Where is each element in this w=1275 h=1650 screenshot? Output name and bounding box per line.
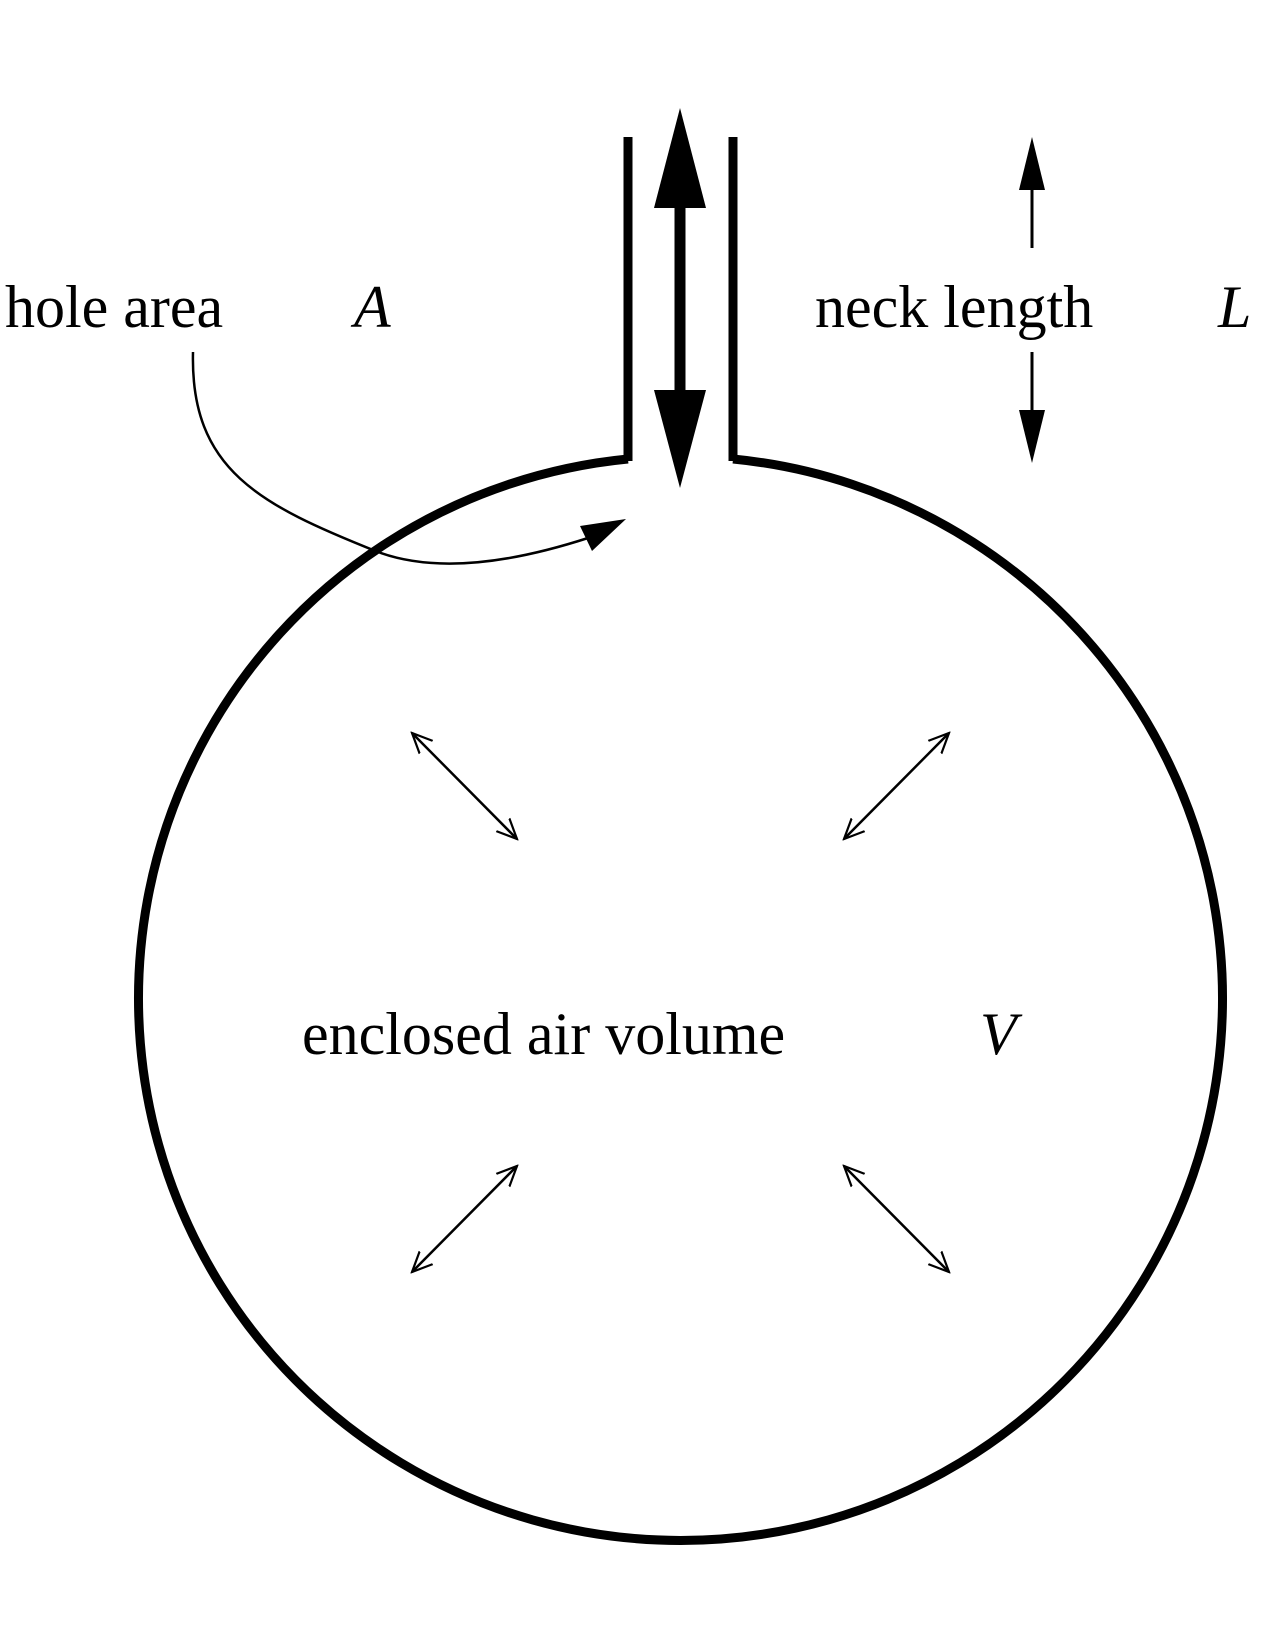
hole-area-symbol: A: [350, 274, 391, 340]
hole-area-pointer-arrow: [191, 351, 589, 565]
hole-area-pointer-arrowhead: [580, 519, 626, 551]
volume-arrow-lower-left: [412, 1166, 517, 1272]
volume-arrow-lower-right: [844, 1166, 949, 1272]
volume-arrow-upper-right: [844, 733, 949, 839]
hole-area-label: hole area: [5, 274, 223, 340]
volume-compression-arrows: [412, 733, 949, 1272]
air-volume-symbol: V: [980, 1001, 1023, 1067]
neck-length-arrow: [1019, 137, 1045, 463]
neck-length-symbol: L: [1217, 274, 1251, 340]
neck-air-oscillation-arrow: [654, 108, 706, 488]
air-volume-label: enclosed air volume: [302, 1001, 785, 1067]
volume-arrow-upper-left: [412, 733, 517, 839]
bottle-body: [134, 454, 1227, 1545]
neck-length-label: neck length: [815, 274, 1093, 340]
bottle-neck: [623, 137, 738, 461]
